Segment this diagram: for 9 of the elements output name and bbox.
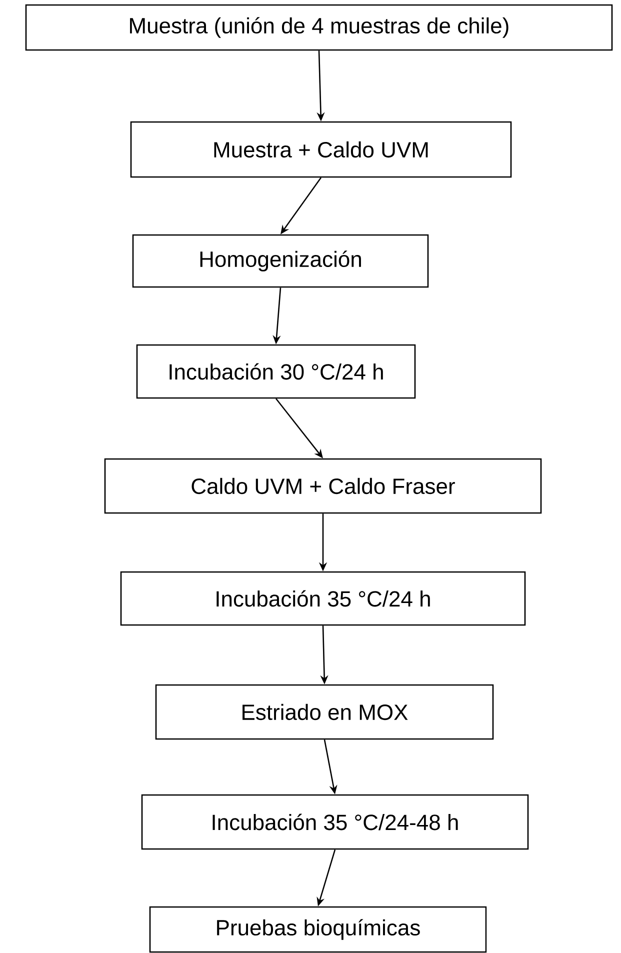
process-box: Pruebas bioquímicas [149,906,487,953]
process-box: Incubación 30 °C/24 h [136,344,416,399]
process-box: Muestra (unión de 4 muestras de chile) [25,4,613,51]
process-box: Homogenización [132,234,429,288]
process-box: Muestra + Caldo UVM [130,121,512,178]
process-box: Caldo UVM + Caldo Fraser [104,458,542,514]
process-box: Estriado en MOX [155,684,494,740]
process-box: Incubación 35 °C/24 h [120,571,526,626]
process-box: Incubación 35 °C/24-48 h [141,794,529,850]
